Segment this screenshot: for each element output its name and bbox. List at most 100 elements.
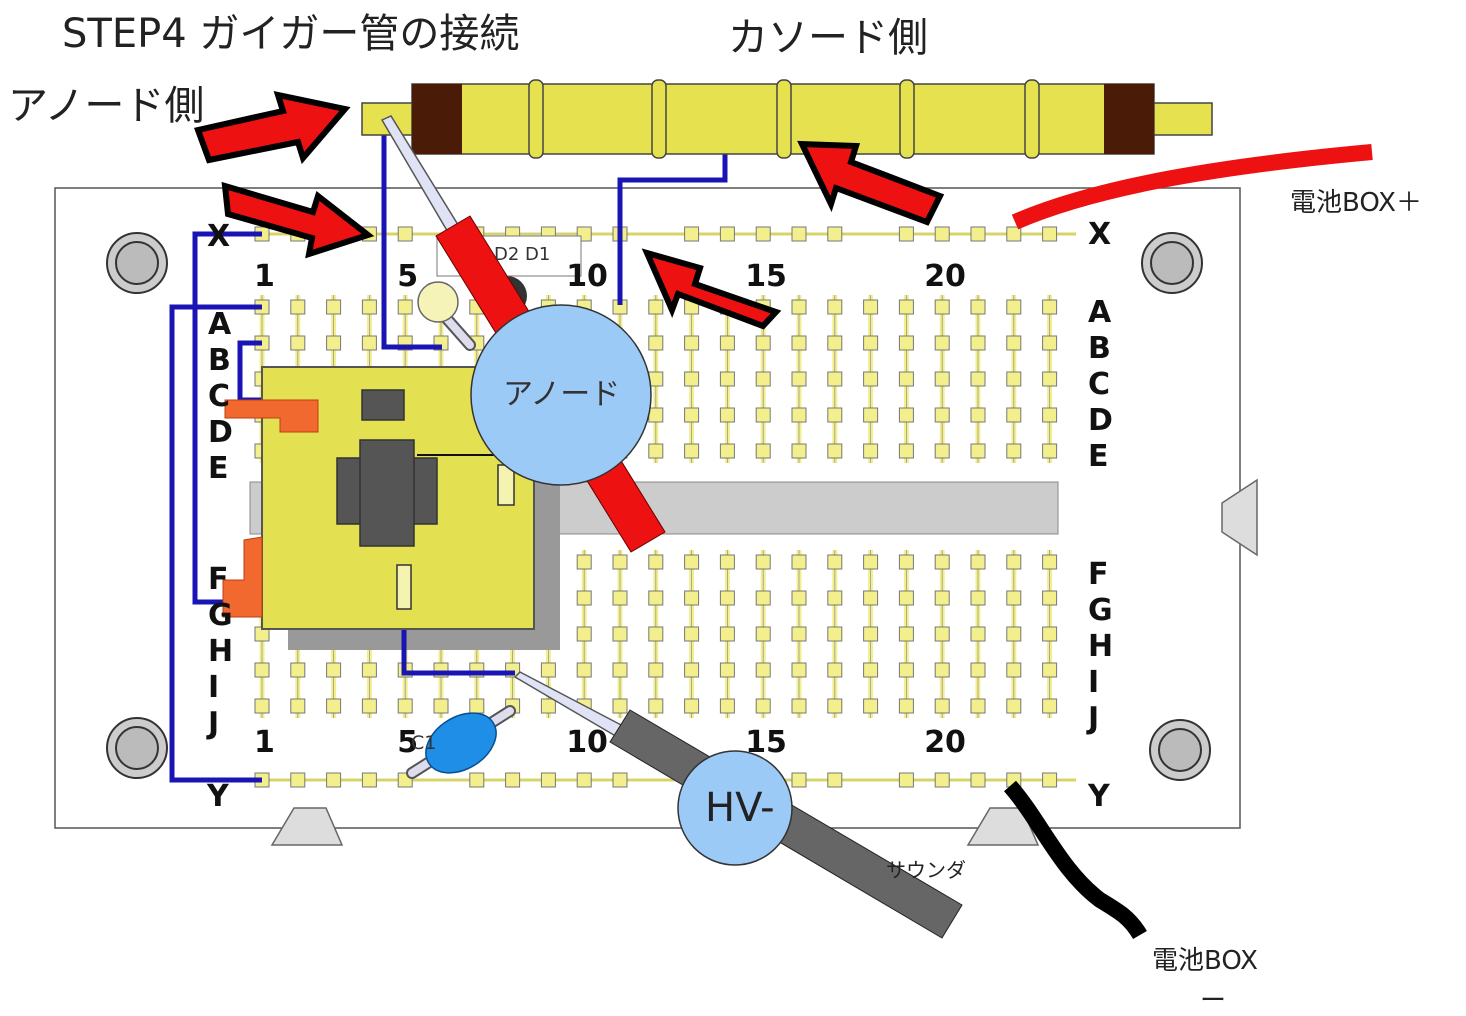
- hole-pad: [898, 554, 914, 570]
- hole-pad: [576, 626, 592, 642]
- hole-pad: [755, 407, 771, 423]
- hole-pad: [934, 698, 950, 714]
- row-label-left: A: [208, 307, 232, 342]
- board-feet: [270, 478, 1258, 846]
- row-label-left: B: [208, 343, 231, 378]
- hole-pad: [361, 335, 377, 351]
- arrow-cathode-tube-icon: [797, 140, 945, 226]
- hole-pad: [863, 407, 879, 423]
- hole-pad: [827, 335, 843, 351]
- hole-pad: [970, 407, 986, 423]
- rail-pad: [791, 226, 807, 242]
- hole-pad: [684, 626, 700, 642]
- hole-pad: [540, 698, 556, 714]
- hole-pad: [1042, 371, 1058, 387]
- hole-pad: [1006, 443, 1022, 459]
- hole-pad: [361, 698, 377, 714]
- hole-pad: [970, 590, 986, 606]
- rail-pad: [397, 226, 413, 242]
- hole-pad: [648, 662, 664, 678]
- column-number-top: 15: [745, 259, 787, 294]
- hole-pad: [970, 554, 986, 570]
- hole-pad: [755, 590, 771, 606]
- hole-pad: [755, 554, 771, 570]
- hole-pad: [827, 371, 843, 387]
- hole-pad: [1042, 662, 1058, 678]
- anode-side-label: アノード側: [8, 83, 205, 129]
- rail-pad: [326, 772, 342, 788]
- hole-pad: [827, 590, 843, 606]
- hole-pad: [684, 590, 700, 606]
- hole-pad: [648, 554, 664, 570]
- hole-pad: [827, 554, 843, 570]
- hole-pad: [934, 554, 950, 570]
- hole-pad: [684, 698, 700, 714]
- hole-pad: [970, 443, 986, 459]
- hole-pad: [648, 407, 664, 423]
- battery-plus-wire: [1011, 144, 1373, 230]
- hole-pad: [719, 698, 735, 714]
- hole-pad: [719, 554, 735, 570]
- row-label-left: G: [208, 598, 233, 633]
- hole-pad: [898, 443, 914, 459]
- rail-pad: [290, 772, 306, 788]
- rail-pad: [719, 226, 735, 242]
- hole-pad: [576, 554, 592, 570]
- hole-pad: [1042, 299, 1058, 315]
- hole-pad: [863, 299, 879, 315]
- anode-probe-label: アノード: [503, 377, 621, 412]
- hole-pad: [397, 299, 413, 315]
- hole-pad: [1006, 626, 1022, 642]
- hole-pad: [863, 626, 879, 642]
- hole-pad: [970, 335, 986, 351]
- hole-pad: [648, 299, 664, 315]
- hole-pad: [648, 626, 664, 642]
- hole-pad: [1006, 590, 1022, 606]
- column-number-bottom: 1: [254, 725, 275, 760]
- hole-pad: [576, 590, 592, 606]
- hole-pad: [1042, 698, 1058, 714]
- row-label-left: C: [208, 379, 231, 414]
- hole-pad: [1042, 626, 1058, 642]
- battery-plus-label: 電池BOX＋: [1290, 188, 1422, 218]
- hole-pad: [827, 698, 843, 714]
- hole-pad: [612, 590, 628, 606]
- column-number-top: 5: [397, 259, 419, 294]
- row-label-left: E: [208, 451, 229, 486]
- row-label-right: C: [1088, 367, 1111, 402]
- rail-pad: [934, 772, 950, 788]
- rail-pad: [934, 226, 950, 242]
- hole-pad: [719, 335, 735, 351]
- hole-pad: [863, 662, 879, 678]
- hole-pad: [290, 299, 306, 315]
- hole-pad: [433, 698, 449, 714]
- rail-pad: [612, 772, 628, 788]
- row-label-right: J: [1088, 701, 1100, 736]
- row-label-right: E: [1088, 439, 1109, 474]
- row-label-right: F: [1088, 557, 1109, 592]
- rail-pad: [827, 772, 843, 788]
- column-number-top: 1: [254, 259, 275, 294]
- hole-pad: [827, 662, 843, 678]
- hole-pad: [827, 407, 843, 423]
- hole-pad: [863, 335, 879, 351]
- arrow-anode-top-icon: [194, 91, 351, 165]
- hole-pad: [1042, 590, 1058, 606]
- hole-pad: [326, 662, 342, 678]
- hole-pad: [1006, 335, 1022, 351]
- column-number-bottom: 15: [745, 725, 787, 760]
- battery-minus-label: 電池BOX: [1152, 946, 1258, 976]
- hv-probe-label: HV-: [705, 785, 775, 831]
- hole-pad: [827, 626, 843, 642]
- hole-pad: [898, 662, 914, 678]
- hole-pad: [1006, 299, 1022, 315]
- hole-pad: [719, 371, 735, 387]
- hole-pad: [755, 626, 771, 642]
- hole-pad: [934, 443, 950, 459]
- hole-pad: [290, 698, 306, 714]
- row-label-left: H: [208, 634, 234, 669]
- rail-pad: [791, 772, 807, 788]
- rail-pad: [540, 772, 556, 788]
- arrow-cathode-board-icon: [641, 248, 782, 330]
